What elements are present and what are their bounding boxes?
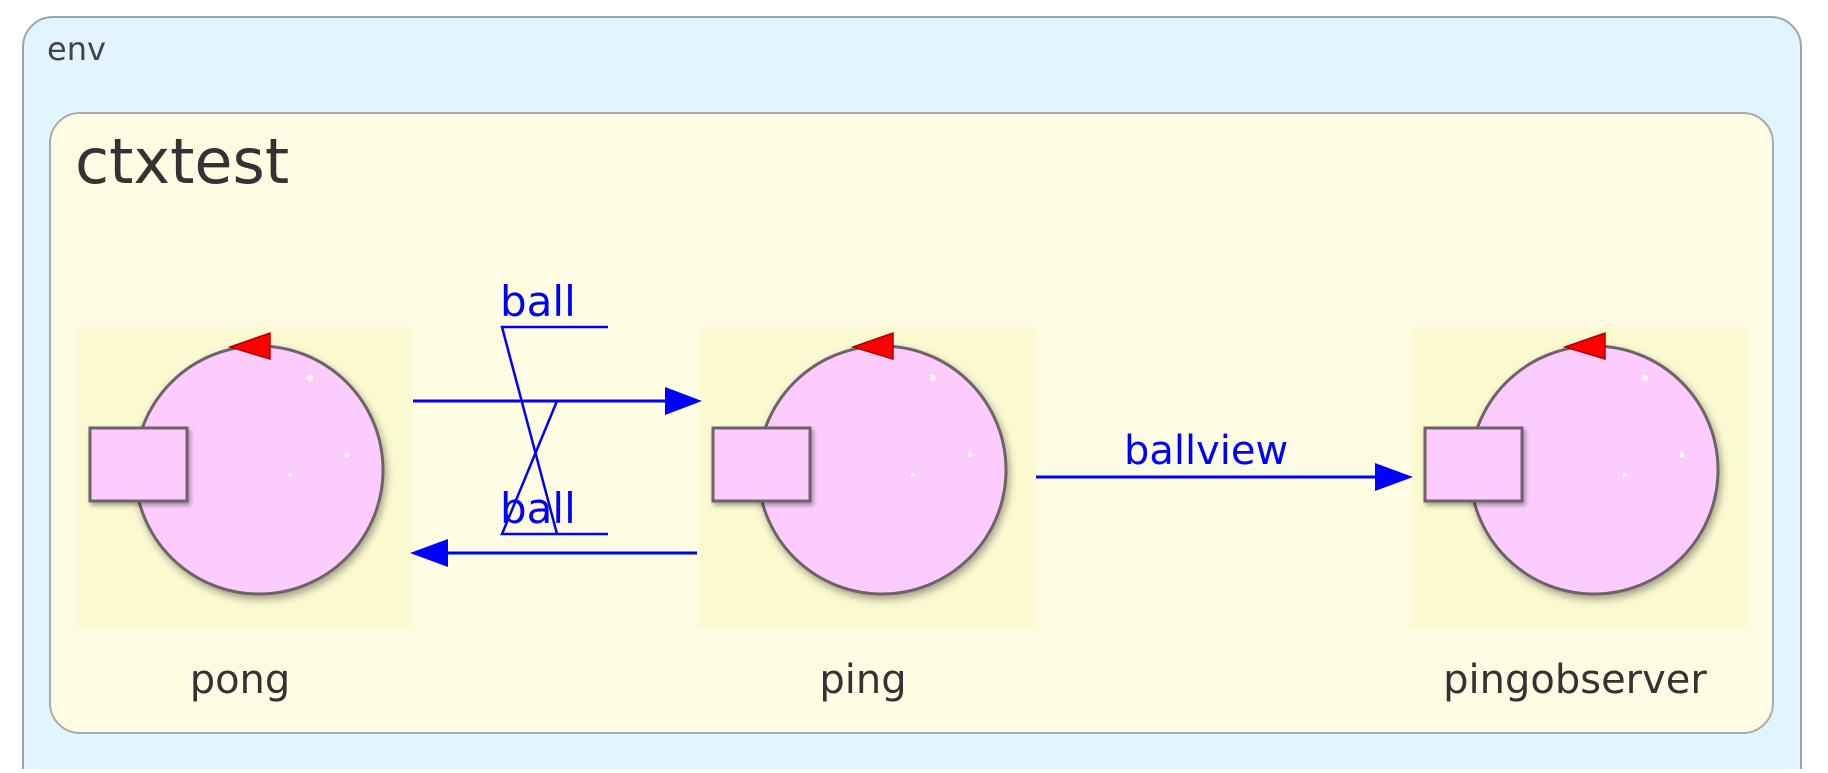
channel-ball-forward-label[interactable]: ball <box>500 277 576 326</box>
channel-ball-back-label[interactable]: ball <box>500 484 576 533</box>
direction-marker-icon <box>1562 331 1606 361</box>
channel-ball-back[interactable]: ball <box>410 400 697 567</box>
port-box-icon[interactable] <box>88 426 189 503</box>
sparkle-dot <box>967 452 973 458</box>
direction-marker-icon <box>850 331 894 361</box>
channel-ballview[interactable]: ballview <box>1036 428 1413 491</box>
sparkle-dot <box>1679 452 1685 458</box>
sparkle-dot <box>1642 375 1648 381</box>
port-box-icon[interactable] <box>711 426 812 503</box>
arrowhead-right-icon <box>665 387 702 415</box>
channel-ball-forward[interactable]: ball <box>413 277 702 535</box>
actor-ping[interactable]: ping <box>699 327 1035 703</box>
sparkle-dot <box>930 375 936 381</box>
channel-ball-forward-label-leader <box>500 325 608 535</box>
sparkle-dot <box>1623 473 1627 477</box>
sparkle-dot <box>307 375 313 381</box>
channel-ball-back-label-leader <box>500 400 608 536</box>
actor-pingobserver-label: pingobserver <box>1443 657 1707 703</box>
port-box-icon[interactable] <box>1423 426 1524 503</box>
actor-pong[interactable]: pong <box>77 327 412 703</box>
context-title: ctxtest <box>75 125 289 198</box>
sparkle-dot <box>911 473 915 477</box>
actor-ping-label: ping <box>819 657 906 703</box>
env-label: env <box>47 30 106 68</box>
sparkle-dot <box>344 452 350 458</box>
direction-marker-icon <box>227 331 271 361</box>
actor-pong-label: pong <box>190 657 291 703</box>
arrowhead-left-icon <box>410 539 448 567</box>
arrowhead-right-icon <box>1375 463 1413 491</box>
sparkle-dot <box>288 473 292 477</box>
actor-pingobserver[interactable]: pingobserver <box>1411 327 1747 703</box>
channel-ballview-label[interactable]: ballview <box>1124 428 1288 474</box>
